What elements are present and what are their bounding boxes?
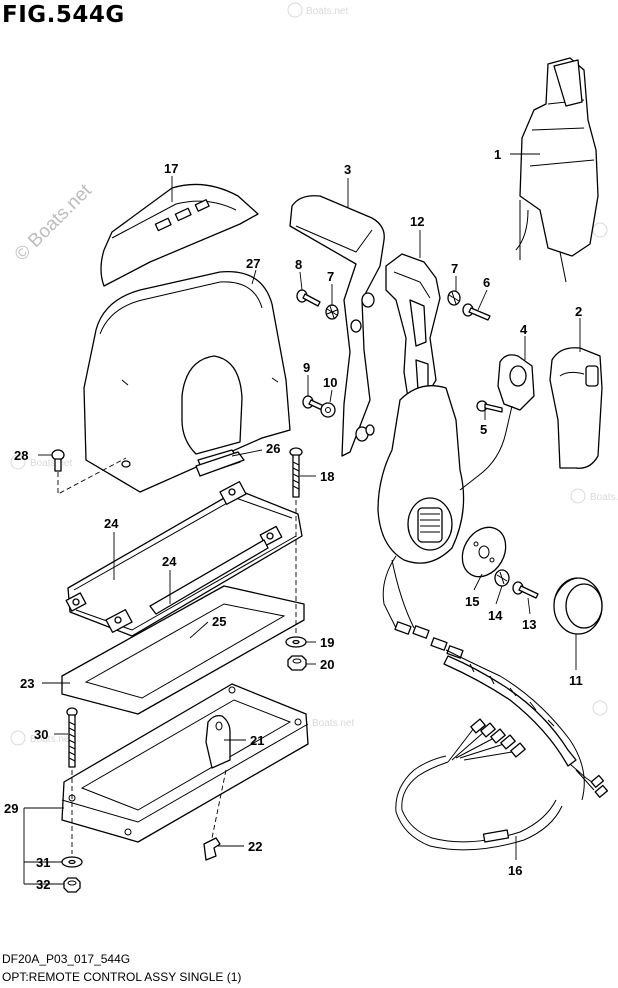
callout-5: 5: [480, 422, 487, 437]
callout-29: 29: [4, 801, 18, 816]
part-29-base: [61, 683, 309, 843]
callout-13: 13: [522, 617, 536, 632]
background-watermarks: Boats.net Boats.net Boats.net Boats.net …: [10, 2, 618, 746]
part-15-disc: [461, 526, 507, 578]
part-23-gasket: [61, 585, 305, 715]
watermark-text: Boats.net: [30, 458, 72, 469]
part-11-knob: [553, 577, 603, 635]
callout-4: 4: [520, 322, 528, 337]
part-2-cover: [549, 347, 603, 469]
callout-2: 2: [575, 304, 582, 319]
alignment-dashes: [57, 457, 297, 854]
callout-27: 27: [246, 256, 260, 271]
callout-24-top: 24: [104, 516, 119, 531]
callout-20: 20: [320, 657, 334, 672]
watermark-text: Boats.net: [590, 492, 618, 503]
part-18-long-screw: [289, 447, 303, 498]
callout-18: 18: [320, 469, 334, 484]
part-27-main-cover: [83, 270, 291, 493]
part-20-nut: [287, 655, 307, 671]
callout-30: 30: [34, 727, 48, 742]
callout-1: 1: [494, 147, 501, 162]
diagram-code: DF20A_P03_017_544G: [2, 952, 131, 966]
part-8-screw: [296, 289, 321, 307]
part-6-screw: [462, 303, 491, 321]
diagram-caption: OPT:REMOTE CONTROL ASSY SINGLE (1): [2, 970, 242, 984]
callout-labels: 1 2 3 4 5 6 7 7 8 9 10 11 12 13 14 15 16…: [4, 147, 583, 892]
figure-title: FIG.544G: [2, 2, 125, 28]
callout-17: 17: [164, 161, 178, 176]
part-26-plate: [195, 451, 245, 477]
part-10-washer: [320, 402, 336, 418]
watermark-main: © Boats.net: [11, 180, 97, 266]
part-7-washer-left: [325, 304, 339, 320]
leader-lines: [23, 153, 581, 885]
callout-11: 11: [569, 673, 583, 688]
part-21-holder: [205, 714, 231, 769]
callout-12: 12: [410, 214, 424, 229]
callout-26: 26: [266, 441, 280, 456]
part-3-lever: [289, 195, 385, 457]
part-14-washer: [494, 569, 510, 587]
callout-16: 16: [508, 863, 522, 878]
callout-22: 22: [248, 839, 262, 854]
callout-15: 15: [465, 594, 479, 609]
part-7-washer-right: [447, 290, 461, 306]
callout-3: 3: [344, 162, 351, 177]
callout-19: 19: [320, 635, 334, 650]
callout-8: 8: [295, 257, 302, 272]
part-4-switch: [459, 354, 535, 491]
part-5-screw: [476, 400, 503, 413]
callout-31: 31: [36, 855, 50, 870]
part-22-clip: [203, 837, 221, 861]
part-24-brackets: [65, 481, 303, 637]
watermark-text: Boats.net: [312, 718, 354, 729]
watermark-text: Boats.net: [306, 6, 348, 17]
part-30-long-screw: [66, 707, 78, 768]
callout-21: 21: [250, 733, 264, 748]
callout-28: 28: [14, 448, 28, 463]
callout-9: 9: [303, 360, 310, 375]
callout-23: 23: [20, 676, 34, 691]
callout-10: 10: [323, 375, 337, 390]
handle-body: [377, 385, 465, 564]
part-17-top-cover: [100, 183, 259, 287]
callout-6: 6: [483, 275, 490, 290]
callout-32: 32: [36, 877, 50, 892]
callout-14: 14: [488, 608, 503, 623]
part-1-remote-assy: [515, 57, 599, 283]
part-12-arm: [385, 253, 441, 401]
callout-25: 25: [212, 614, 226, 629]
callout-7-left: 7: [327, 269, 334, 284]
part-19-washer: [285, 636, 307, 648]
part-16-harness: [382, 555, 609, 851]
callout-24-bottom: 24: [162, 554, 177, 569]
part-13-screw: [512, 581, 539, 599]
part-31-washer: [61, 856, 83, 868]
callout-7-right: 7: [451, 261, 458, 276]
part-32-nut: [63, 877, 81, 893]
watermark-text: Boats.net: [30, 734, 72, 745]
